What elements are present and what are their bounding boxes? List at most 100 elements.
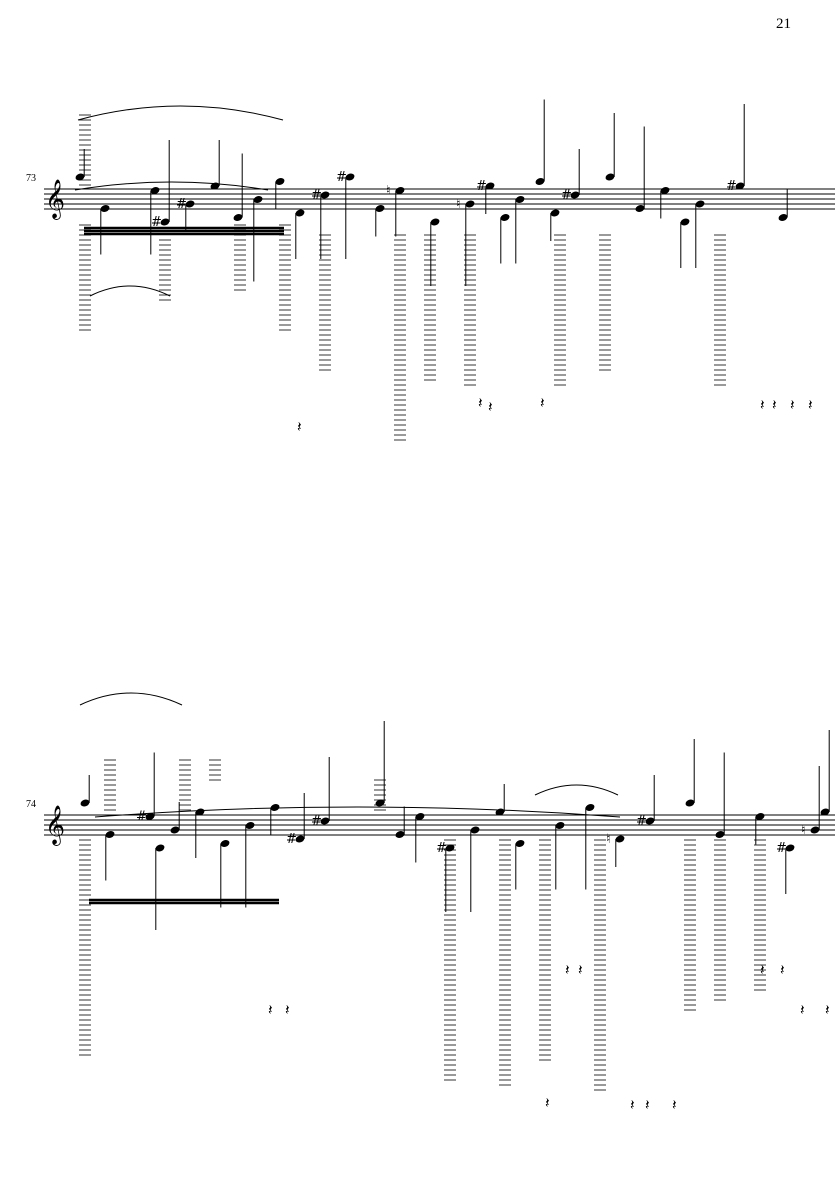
note-head <box>500 214 510 221</box>
note-head <box>145 813 155 820</box>
sharp-icon: # <box>311 814 322 829</box>
quarter-rest-icon: 𝄽 <box>780 961 785 979</box>
note-head <box>485 182 495 190</box>
note-head <box>295 209 305 217</box>
sharp-icon: # <box>151 215 162 230</box>
natural-icon: ♮ <box>801 823 806 838</box>
measure-number-73: 73 <box>26 173 36 184</box>
sharp-icon: # <box>336 170 347 185</box>
sharp-icon: # <box>136 810 147 825</box>
quarter-rest-icon: 𝄽 <box>672 1096 677 1114</box>
quarter-rest-icon: 𝄽 <box>578 961 583 979</box>
treble-clef-icon: 𝄞 <box>45 179 65 220</box>
note-head <box>170 826 180 834</box>
note-head <box>735 182 745 190</box>
note-head <box>810 826 820 834</box>
note-head <box>395 831 405 838</box>
quarter-rest-icon: 𝄽 <box>545 1094 550 1112</box>
note-head <box>375 799 385 807</box>
note-head <box>535 178 545 185</box>
sharp-icon: # <box>561 188 572 203</box>
quarter-rest-icon: 𝄽 <box>800 1001 805 1019</box>
treble-clef-icon: 𝄞 <box>45 805 65 846</box>
note-head <box>585 804 595 811</box>
note-head <box>395 187 405 194</box>
note-head <box>100 205 110 212</box>
note-head <box>155 844 165 852</box>
sharp-icon: # <box>726 179 737 194</box>
note-head <box>785 844 795 852</box>
quarter-rest-icon: 𝄽 <box>790 396 795 414</box>
quarter-rest-icon: 𝄽 <box>488 398 493 416</box>
note-head <box>253 196 263 203</box>
measure-number-74: 74 <box>26 799 36 810</box>
quarter-rest-icon: 𝄽 <box>565 961 570 979</box>
sharp-icon: # <box>176 197 187 212</box>
note-head <box>320 191 330 199</box>
sharp-icon: # <box>636 814 647 829</box>
quarter-rest-icon: 𝄽 <box>540 394 545 412</box>
note-head <box>715 831 725 838</box>
page-number: 21 <box>776 16 791 32</box>
sharp-icon: # <box>286 832 297 847</box>
slur <box>74 181 269 191</box>
quarter-rest-icon: 𝄽 <box>760 961 765 979</box>
note-head <box>320 817 330 825</box>
note-head <box>570 191 580 199</box>
note-head <box>295 835 305 843</box>
note-head <box>75 173 85 181</box>
quarter-rest-icon: 𝄽 <box>808 396 813 414</box>
note-head <box>605 173 615 181</box>
sharp-icon: # <box>476 179 487 194</box>
note-head <box>220 840 230 847</box>
slur <box>534 784 619 796</box>
sharp-icon: # <box>311 188 322 203</box>
note-head <box>430 218 440 226</box>
note-head <box>470 826 480 834</box>
note-head <box>80 799 90 807</box>
note-head <box>778 214 788 221</box>
note-head <box>185 200 195 208</box>
quarter-rest-icon: 𝄽 <box>645 1096 650 1114</box>
note-head <box>755 813 765 820</box>
note-head <box>680 218 690 226</box>
note-head <box>465 200 475 208</box>
note-head <box>615 835 625 843</box>
slur <box>89 285 171 297</box>
note-head <box>550 209 560 217</box>
quarter-rest-icon: 𝄽 <box>630 1096 635 1114</box>
note-head <box>275 178 285 185</box>
natural-icon: ♮ <box>456 197 461 212</box>
note-head <box>515 840 525 847</box>
note-head <box>820 808 830 816</box>
slur <box>94 806 621 818</box>
note-head <box>105 831 115 838</box>
note-head <box>375 205 385 212</box>
quarter-rest-icon: 𝄽 <box>478 394 483 412</box>
quarter-rest-icon: 𝄽 <box>297 418 302 436</box>
natural-icon: ♮ <box>606 832 611 847</box>
note-head <box>695 200 705 208</box>
note-head <box>660 187 670 194</box>
quarter-rest-icon: 𝄽 <box>772 396 777 414</box>
note-head <box>515 196 525 203</box>
quarter-rest-icon: 𝄽 <box>760 396 765 414</box>
note-head <box>645 817 655 825</box>
slur <box>79 692 183 706</box>
sharp-icon: # <box>436 841 447 856</box>
note-head <box>233 214 243 221</box>
note-head <box>635 205 645 212</box>
sharp-icon: # <box>776 841 787 856</box>
quarter-rest-icon: 𝄽 <box>268 1001 273 1019</box>
quarter-rest-icon: 𝄽 <box>825 1001 830 1019</box>
note-head <box>245 822 255 829</box>
note-head <box>345 173 355 181</box>
note-head <box>555 822 565 829</box>
quarter-rest-icon: 𝄽 <box>285 1001 290 1019</box>
natural-icon: ♮ <box>386 184 391 199</box>
note-head <box>415 813 425 820</box>
note-head <box>445 844 455 852</box>
note-head <box>160 218 170 226</box>
